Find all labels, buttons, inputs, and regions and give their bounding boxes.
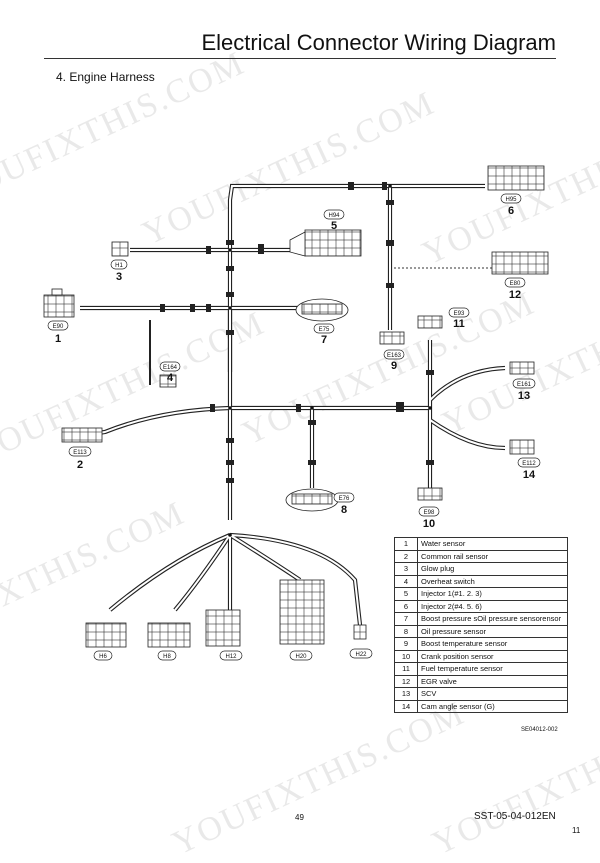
connector-code: H8 (163, 654, 171, 660)
connector-code: E164 (163, 365, 178, 371)
connector-code: E80 (510, 281, 521, 287)
connector-number: 1 (55, 333, 61, 345)
legend-number: 6 (394, 599, 418, 613)
sheet-number: 11 (572, 826, 581, 835)
legend-number: 3 (394, 562, 418, 576)
legend-name: Crank position sensor (417, 649, 568, 663)
legend-number: 12 (394, 674, 418, 688)
connector-bodies (43, 165, 549, 648)
legend-number: 8 (394, 624, 418, 638)
legend-name: Boost pressure sOil pressure sensorensor (417, 612, 568, 626)
connector-number: 2 (77, 459, 83, 471)
legend-name: Injector 1(#1. 2. 3) (417, 587, 568, 601)
connector-number: 14 (523, 469, 536, 481)
connector-number: 11 (453, 318, 465, 330)
harness-clips (160, 182, 434, 483)
legend-number: 9 (394, 637, 418, 651)
legend-number: 5 (394, 587, 418, 601)
figure-code: SE04012-002 (521, 727, 558, 733)
title-divider (44, 58, 556, 59)
connector-code: E163 (387, 353, 402, 359)
connector-code: H12 (225, 654, 237, 660)
legend-number: 11 (394, 662, 418, 676)
connector-number: 4 (167, 372, 174, 384)
connector-code-labels: E90 E113 H1 E164 H94 H95 E75 E76 E163 E9… (53, 197, 537, 660)
legend-number: 2 (394, 549, 418, 563)
legend-number: 13 (394, 687, 418, 701)
legend-name: Boost temperature sensor (417, 637, 568, 651)
document-id: SST-05-04-012EN (474, 811, 556, 822)
connector-code: E98 (424, 510, 435, 516)
connector-code: H1 (115, 263, 123, 269)
connector-code: E75 (319, 327, 330, 333)
connector-number: 12 (509, 289, 521, 301)
legend-name: EGR valve (417, 674, 568, 688)
connector-numbers: 1 2 3 4 5 6 7 8 9 10 11 12 13 14 (55, 205, 536, 530)
legend-name: Water sensor (417, 537, 568, 551)
legend-number: 7 (394, 612, 418, 626)
legend-name: Cam angle sensor (G) (417, 699, 568, 713)
connector-number: 10 (423, 518, 435, 530)
connector-tags (47, 193, 541, 661)
legend-name: Common rail sensor (417, 549, 568, 563)
connector-code: E76 (339, 496, 350, 502)
connector-number: 3 (116, 271, 122, 283)
connector-number: 9 (391, 360, 397, 372)
legend-number: 1 (394, 537, 418, 551)
legend-number: 10 (394, 649, 418, 663)
legend-name: Oil pressure sensor (417, 624, 568, 638)
legend-name: Fuel temperature sensor (417, 662, 568, 676)
junction-dots (228, 184, 432, 537)
connector-number: 5 (331, 220, 337, 232)
connector-code: E112 (522, 461, 536, 467)
connector-code: E90 (53, 324, 64, 330)
connector-number: 7 (321, 334, 327, 346)
section-title: 4. Engine Harness (56, 70, 155, 84)
legend-name: Glow plug (417, 562, 568, 576)
connector-code: H6 (99, 654, 107, 660)
legend-name: Overheat switch (417, 574, 568, 588)
connector-code: H22 (355, 652, 367, 658)
legend-number: 14 (394, 699, 418, 713)
connector-number: 8 (341, 504, 347, 516)
legend-name: Injector 2(#4. 5. 6) (417, 599, 568, 613)
harness-inner (80, 185, 506, 626)
connector-code: E161 (517, 382, 532, 388)
page-number: 49 (295, 813, 304, 822)
connector-code: E93 (454, 311, 465, 317)
connector-code: H95 (505, 197, 517, 203)
connector-number: 13 (518, 390, 530, 402)
page-title: Electrical Connector Wiring Diagram (201, 30, 556, 55)
connector-code: E113 (73, 450, 87, 456)
connector-number: 6 (508, 205, 514, 217)
legend-number: 4 (394, 574, 418, 588)
connector-code: H20 (295, 654, 307, 660)
legend-name: SCV (417, 687, 568, 701)
connector-code: H94 (328, 213, 340, 219)
